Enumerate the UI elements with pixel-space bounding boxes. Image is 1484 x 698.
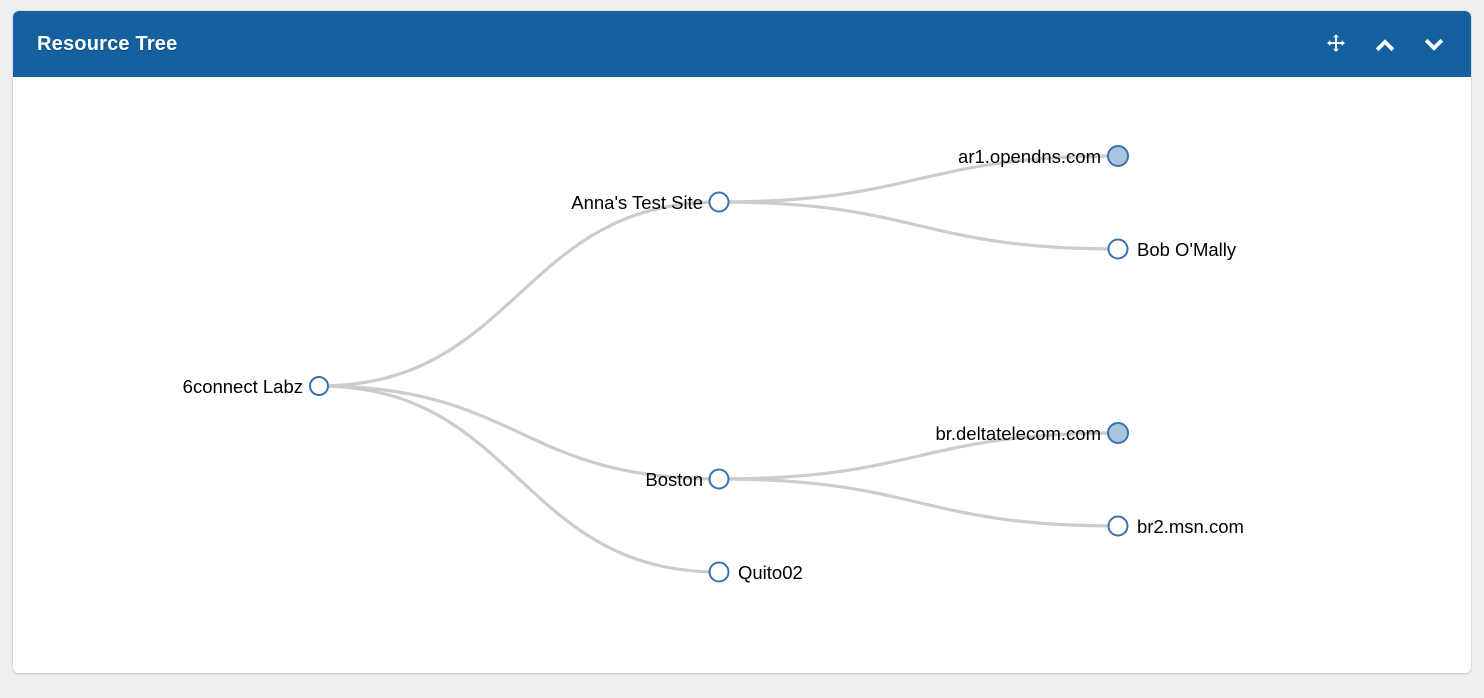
panel-header: Resource Tree [13,11,1471,77]
panel-body: 6connect Labz Anna's Test Site ar1.opendns… [13,77,1471,673]
tree-link [317,384,721,481]
tree-node-quito[interactable]: Quito02 [708,561,803,583]
tree-node-brdelta[interactable]: br.deltatelecom.com [935,422,1129,444]
tree-node-label: Quito02 [738,562,803,583]
resource-tree-diagram[interactable]: 6connect Labz Anna's Test Site ar1.opendns… [13,77,1471,673]
tree-link [717,477,1120,528]
tree-node-label: br2.msn.com [1137,516,1244,537]
tree-nodes: 6connect Labz Anna's Test Site ar1.opendns… [183,145,1244,583]
tree-node-label: br.deltatelecom.com [935,423,1101,444]
tree-node-label: Bob O'Mally [1137,239,1237,260]
tree-node-label: Boston [645,469,703,490]
tree-links [317,154,1120,574]
tree-node-circle[interactable] [1107,238,1129,260]
tree-node-ar1[interactable]: ar1.opendns.com [958,145,1129,167]
tree-node-circle[interactable] [708,468,730,490]
tree-node-bob[interactable]: Bob O'Mally [1107,238,1237,260]
tree-node-anna[interactable]: Anna's Test Site [571,191,730,213]
tree-link [317,384,721,574]
tree-node-label: ar1.opendns.com [958,146,1101,167]
tree-node-boston[interactable]: Boston [645,468,730,490]
chevron-up-icon[interactable] [1370,29,1400,59]
tree-node-circle[interactable] [1107,515,1129,537]
tree-node-circle[interactable] [708,561,730,583]
tree-node-label: Anna's Test Site [571,192,703,213]
tree-node-circle[interactable] [1107,422,1129,444]
tree-node-circle[interactable] [1107,145,1129,167]
tree-node-br2[interactable]: br2.msn.com [1107,515,1244,537]
tree-link [717,200,1120,251]
tree-link [317,200,721,388]
tree-node-circle[interactable] [708,191,730,213]
tree-node-circle[interactable] [309,376,329,396]
tree-node-label: 6connect Labz [183,376,303,397]
tree-node-root[interactable]: 6connect Labz [183,376,329,397]
header-actions [1321,29,1449,59]
page-title: Resource Tree [37,32,178,55]
resource-tree-panel: Resource Tree [13,11,1471,673]
chevron-down-icon[interactable] [1419,29,1449,59]
tree-link [717,154,1120,204]
move-icon[interactable] [1321,29,1351,59]
tree-link [717,431,1120,481]
